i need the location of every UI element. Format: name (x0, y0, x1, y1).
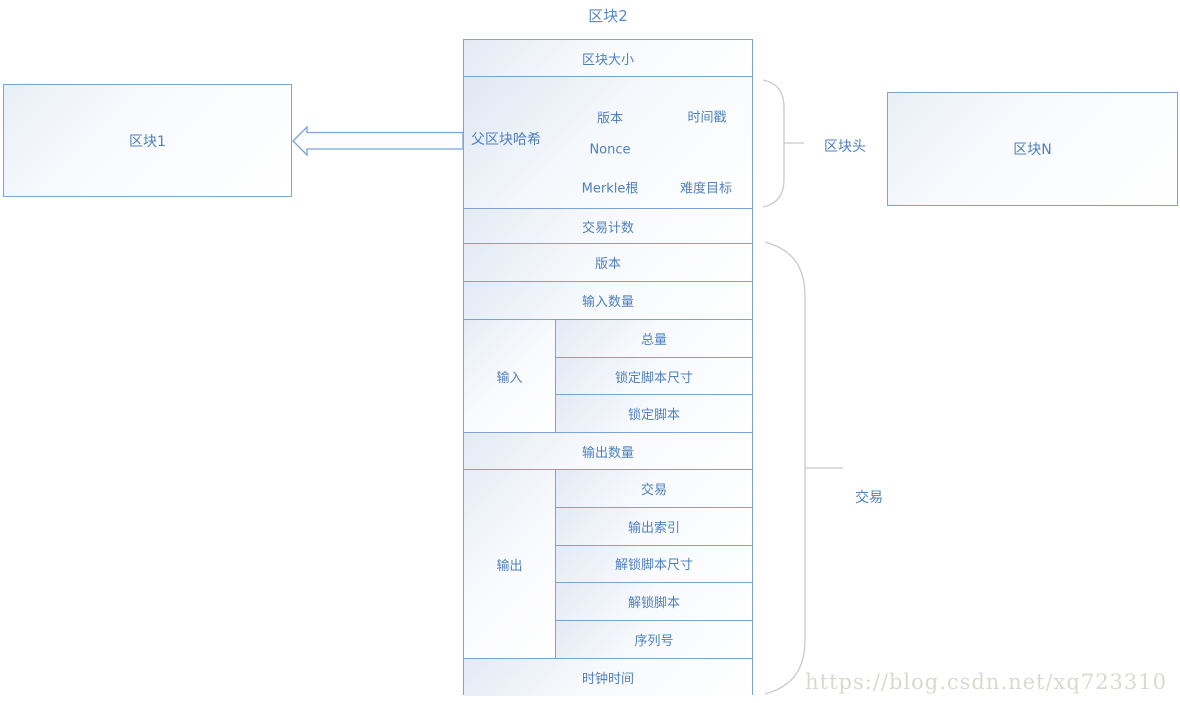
diagram-title: 区块2 (588, 7, 628, 25)
row-unlocking-script: 解锁脚本 (556, 582, 752, 621)
transaction-brace-label: 交易 (855, 490, 883, 506)
watermark-url: https://blog.csdn.net/xq723310 (805, 670, 1167, 694)
total-amount-label: 总量 (640, 332, 667, 348)
parent-hash-label: 父区块哈希 (471, 132, 541, 148)
row-tx-count: 交易计数 (464, 208, 752, 243)
unlocking-script-label: 解锁脚本 (627, 596, 680, 612)
block-size-label: 区块大小 (581, 52, 634, 68)
input-section: 输入 总量 锁定脚本尺寸 锁定脚本 (464, 319, 752, 433)
block2-structure: 区块大小 父区块哈希 版本 时间戳 Nonce Merkle根 难度目标 交易计… (463, 39, 753, 696)
locking-script-label: 锁定脚本 (627, 408, 680, 424)
block1-label: 区块1 (129, 133, 166, 150)
header-nonce-label: Nonce (589, 142, 631, 158)
version-label: 版本 (594, 257, 621, 272)
row-output-count: 输出数量 (464, 432, 752, 469)
output-cell: 输出 (464, 470, 556, 658)
input-count-label: 输入数量 (581, 295, 634, 310)
input-label: 输入 (496, 370, 523, 386)
row-locking-script: 锁定脚本 (556, 394, 752, 433)
locking-script-size-label: 锁定脚本尺寸 (614, 370, 693, 386)
input-rows: 总量 锁定脚本尺寸 锁定脚本 (556, 320, 752, 433)
transaction-label: 交易 (640, 482, 667, 498)
output-label: 输出 (496, 558, 523, 574)
row-output-index: 输出索引 (556, 506, 752, 545)
blockN-shape: 区块N (887, 92, 1178, 206)
row-unlocking-script-size: 解锁脚本尺寸 (556, 544, 752, 583)
input-cell: 输入 (464, 320, 556, 432)
sequence-number-label: 序列号 (634, 634, 674, 650)
output-count-label: 输出数量 (581, 445, 634, 461)
row-lock-time: 时钟时间 (464, 658, 752, 696)
header-timestamp-label: 时间戳 (687, 110, 727, 126)
lock-time-label: 时钟时间 (581, 672, 634, 687)
row-input-count: 输入数量 (464, 281, 752, 319)
header-version-label: 版本 (596, 111, 624, 127)
output-section: 输出 交易 输出索引 解锁脚本尺寸 解锁脚本 序列号 (464, 469, 752, 658)
row-total-amount: 总量 (556, 320, 752, 357)
block-header-brace-label: 区块头 (824, 139, 866, 155)
row-version: 版本 (464, 243, 752, 281)
block-header-section: 父区块哈希 版本 时间戳 Nonce Merkle根 难度目标 (464, 76, 752, 208)
row-block-size: 区块大小 (464, 40, 752, 76)
block-header-brace-icon (762, 79, 804, 208)
row-sequence-number: 序列号 (556, 620, 752, 658)
parent-hash-arrow-icon (292, 125, 464, 157)
transaction-brace-icon (764, 241, 843, 695)
header-difficulty-target-label: 难度目标 (679, 181, 733, 197)
unlocking-script-size-label: 解锁脚本尺寸 (614, 558, 693, 574)
blockN-label: 区块N (1013, 142, 1052, 158)
header-merkle-root-label: Merkle根 (581, 181, 639, 197)
row-transaction: 交易 (556, 470, 752, 507)
tx-count-label: 交易计数 (581, 220, 634, 236)
output-index-label: 输出索引 (627, 520, 680, 536)
block1-shape: 区块1 (3, 84, 292, 197)
row-locking-script-size: 锁定脚本尺寸 (556, 356, 752, 395)
output-rows: 交易 输出索引 解锁脚本尺寸 解锁脚本 序列号 (556, 470, 752, 658)
